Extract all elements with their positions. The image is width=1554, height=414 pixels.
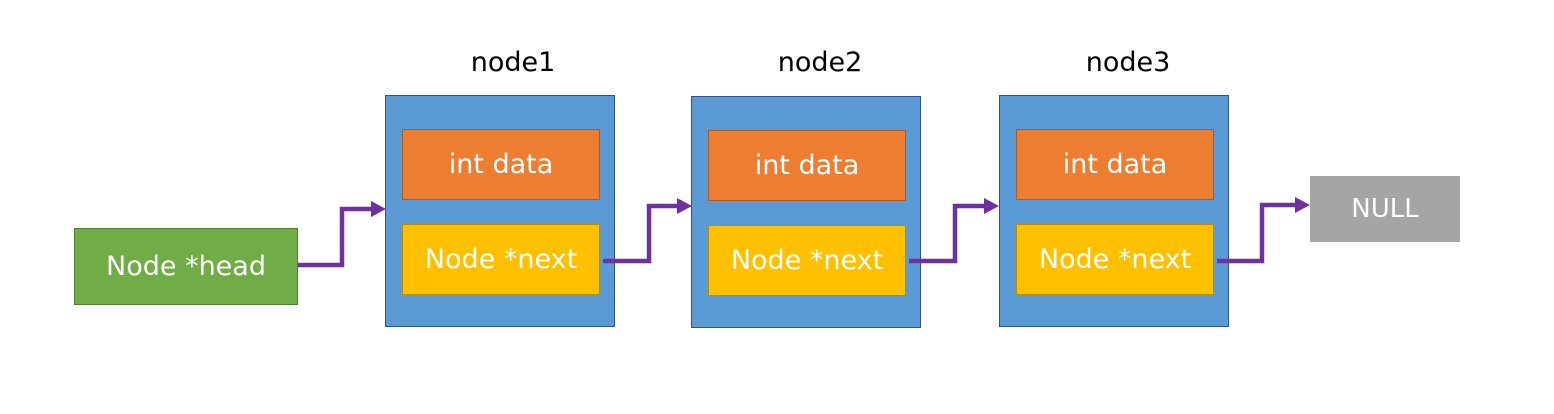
node2-title: node2: [777, 47, 863, 78]
node1-next-field: Node *next: [402, 224, 600, 295]
node2-next-field: Node *next: [708, 225, 906, 296]
node2-arrowhead: [677, 198, 692, 214]
node3-next-field: Node *next: [1016, 224, 1214, 295]
node2-data-field: int data: [708, 130, 906, 201]
node3-to-null-arrow: [1217, 202, 1296, 264]
node1-box: int data Node *next: [385, 95, 615, 327]
node1-title: node1: [470, 47, 556, 78]
null-arrowhead: [1295, 197, 1310, 213]
node1-arrowhead: [371, 201, 386, 217]
node1-to-node2-arrow: [603, 203, 678, 264]
node2-to-node3-arrow: [909, 203, 985, 264]
head-to-node1-arrow: [298, 206, 372, 268]
null-box: NULL: [1310, 176, 1460, 242]
node3-box: int data Node *next: [999, 95, 1229, 327]
node3-title: node3: [1085, 47, 1171, 78]
head-pointer-box: Node *head: [74, 228, 298, 305]
node2-box: int data Node *next: [691, 96, 921, 328]
node3-data-field: int data: [1016, 129, 1214, 200]
node1-data-field: int data: [402, 129, 600, 200]
node3-arrowhead: [984, 198, 999, 214]
